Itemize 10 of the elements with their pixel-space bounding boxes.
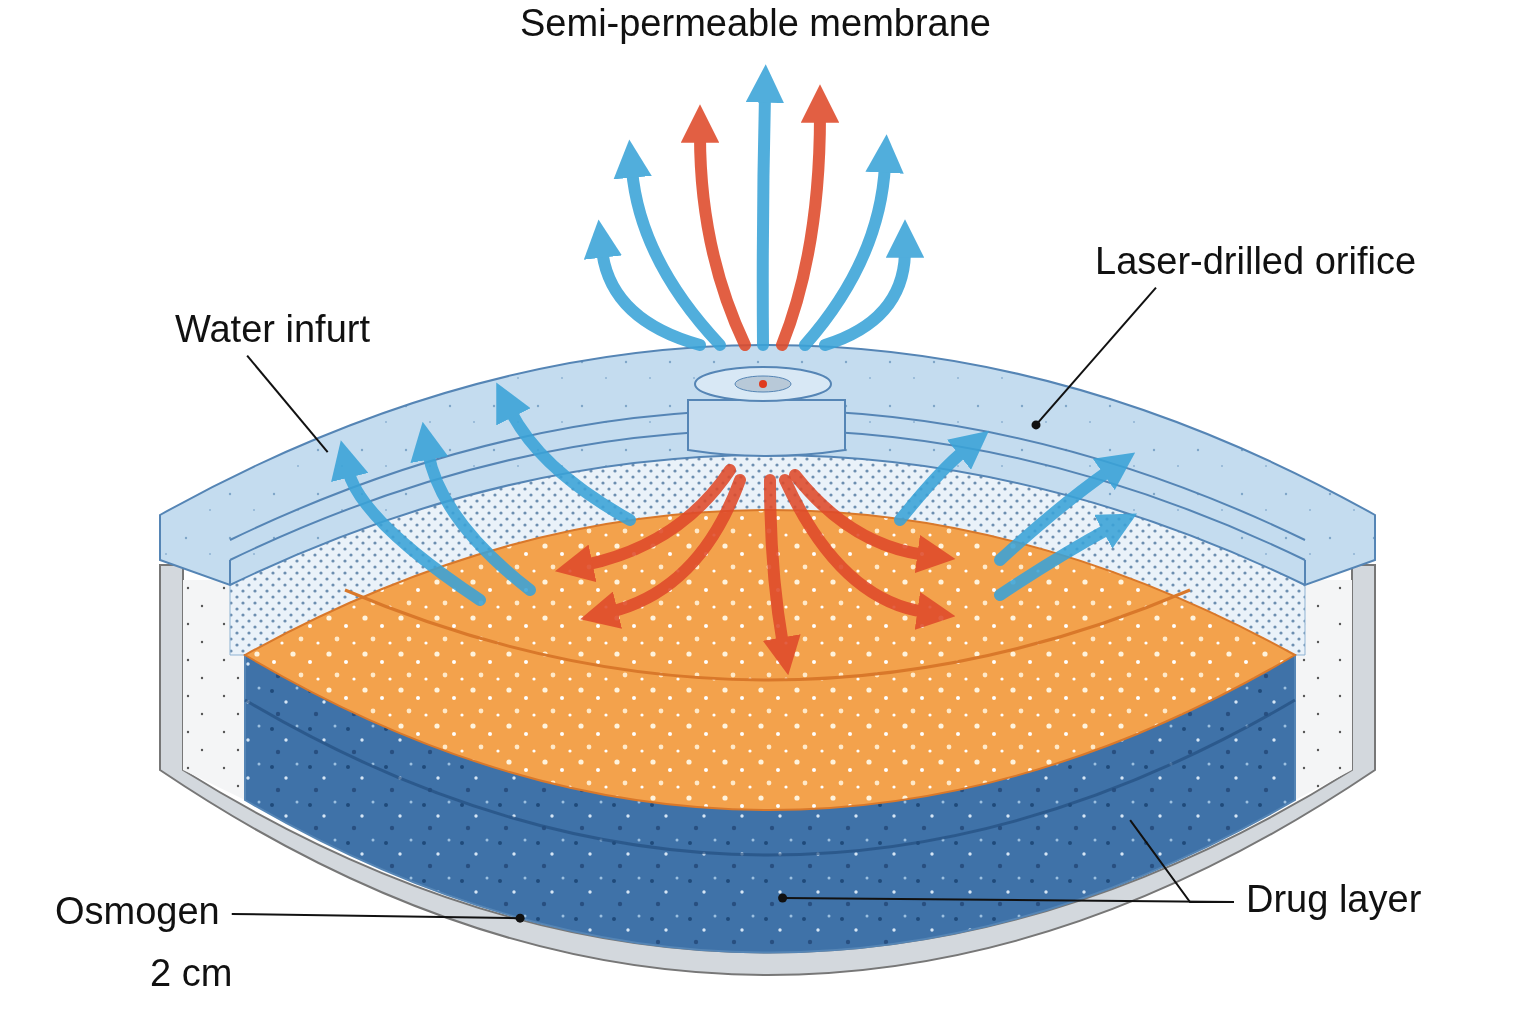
leader-line [1031, 286, 1157, 430]
callout-label: Drug layer [1246, 878, 1422, 922]
leader-line [246, 354, 329, 454]
callout-label: Osmogen [55, 890, 220, 934]
leader-line [230, 913, 525, 923]
callout-label: Water infurt [175, 308, 370, 352]
dimension-label: 2 cm [150, 952, 233, 996]
title-label: Semi-permeable membrane [520, 2, 991, 46]
callout-label: Laser-drilled orifice [1095, 240, 1416, 284]
leader-line [1129, 819, 1235, 904]
